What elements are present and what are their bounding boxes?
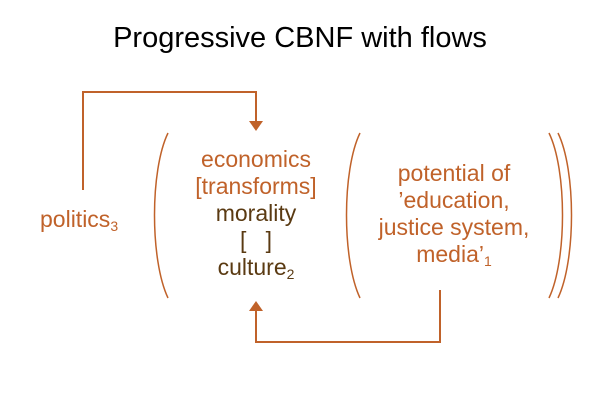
media-text: media’ [416, 241, 484, 267]
justice-system-label: justice system, [378, 214, 530, 240]
culture-label: culture2 [176, 254, 336, 281]
flow-politics-to-center [82, 91, 257, 190]
diagram-title: Progressive CBNF with flows [113, 22, 487, 54]
arrowhead-down-icon [249, 121, 263, 131]
media-label: media’1 [362, 241, 546, 268]
arrowhead-up-icon [249, 301, 263, 311]
culture-subscript: 2 [286, 266, 295, 282]
economics-label: economics [201, 146, 311, 172]
morality-label: morality [215, 200, 297, 226]
politics-text: politics [40, 206, 111, 232]
education-label: ’education, [398, 187, 510, 213]
media-subscript: 1 [483, 253, 492, 269]
politics-subscript: 3 [110, 218, 119, 234]
transforms-label: [transforms] [195, 173, 317, 199]
politics-label: politics3 [40, 206, 118, 233]
potential-of-label: potential of [397, 160, 511, 186]
right-group: potential of ’education, justice system,… [362, 160, 546, 268]
culture-text: culture [217, 254, 287, 280]
outer-left-paren [153, 132, 169, 299]
inner-right-paren [548, 132, 564, 299]
center-group: economics [transforms] morality [ ] cult… [176, 146, 336, 281]
flow-media-to-culture [255, 290, 441, 343]
outer-right-paren [557, 132, 573, 299]
empty-brackets: [ ] [240, 227, 272, 253]
inner-left-paren [345, 132, 361, 299]
